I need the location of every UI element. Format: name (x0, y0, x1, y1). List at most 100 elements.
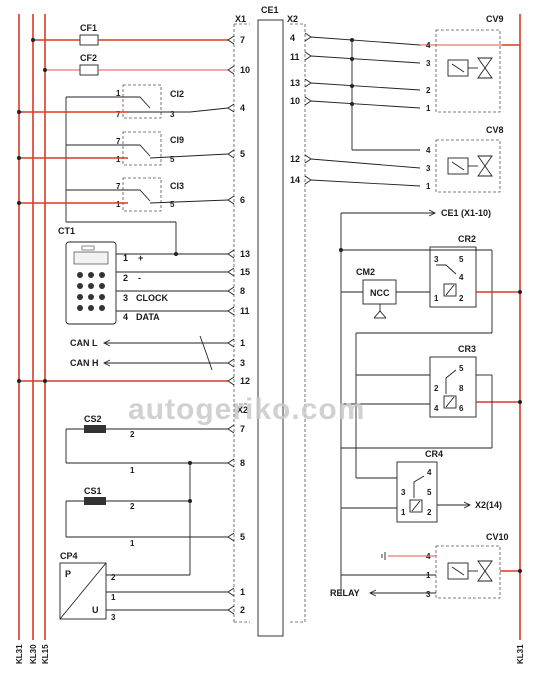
x2-14-label: X2(14) (475, 500, 502, 510)
cr4-pin1: 1 (401, 508, 406, 517)
cr3-pin5: 5 (459, 364, 464, 373)
cv8-pin1: 1 (426, 182, 431, 191)
x2-top-pin: 14 (290, 175, 300, 185)
ci9-pin5: 5 (170, 155, 175, 164)
x1-pin: 5 (240, 149, 245, 159)
can-h-label: CAN H (70, 358, 99, 368)
cs1-pin2: 2 (130, 502, 135, 511)
fuse-cf1-label: CF1 (80, 23, 97, 33)
sensor-cs2-label: CS2 (84, 414, 102, 424)
sensor-cs2: CS2 2 1 (65, 414, 228, 475)
relay-cr3-label: CR3 (458, 344, 476, 354)
cv10-pin3: 3 (426, 590, 431, 599)
ct1-pin4: 4 (123, 312, 128, 322)
switch-ci2: CI2 1 7 3 (17, 84, 229, 222)
cr2-pin4: 4 (459, 273, 464, 282)
x1-pin: 10 (240, 65, 250, 75)
cr3-pin8: 8 (459, 384, 464, 393)
cr4-pin4: 4 (427, 468, 432, 477)
cp4-p: P (65, 569, 71, 579)
x1-pin: 7 (240, 35, 245, 45)
valve-cv9: CV9 4 3 2 1 (426, 14, 504, 113)
cr3-pin6: 6 (459, 404, 464, 413)
x2-lower-pin: 2 (240, 605, 245, 615)
cs2-pin2: 2 (130, 430, 135, 439)
fuse-cf1: CF1 (31, 23, 228, 46)
fuse-cf2-label: CF2 (80, 53, 97, 63)
ci3-pin7: 7 (116, 182, 121, 191)
cr3-pin2: 2 (434, 384, 439, 393)
switch-ci9: CI9 7 1 5 (17, 131, 229, 166)
module-cm2-label: CM2 (356, 267, 375, 277)
x1-pin: 6 (240, 195, 245, 205)
cp4-pin1: 1 (111, 593, 116, 602)
sensor-cp4: CP4 P U 2 1 3 (59, 551, 228, 622)
sensor-cs1: CS1 2 1 (65, 486, 228, 548)
ct1-pin2: 2 (123, 273, 128, 283)
cr4-pin5: 5 (427, 488, 432, 497)
cv8-pin3: 3 (426, 164, 431, 173)
ct1-panel: CT1 1 + 2 - 3 CLOCK 4 DATA (58, 226, 228, 325)
cr2-pin3: 3 (434, 255, 439, 264)
valve-cv9-label: CV9 (486, 14, 504, 24)
module-cm2-inner: NCC (370, 288, 390, 298)
rail-kl30: KL30 (29, 644, 38, 664)
ct1-pin2-sign: - (138, 273, 141, 283)
cp4-u: U (92, 605, 99, 615)
cp4-pin2: 2 (111, 573, 116, 582)
module-cm2: CM2 NCC (341, 267, 430, 319)
ci9-pin7: 7 (116, 137, 121, 146)
cv8-pin4: 4 (426, 146, 431, 155)
power-rails: KL31 KL30 KL15 KL31 (15, 14, 525, 664)
relay-cr4: CR4 4 3 5 1 2 X2(14) (341, 447, 502, 523)
rail-kl31-right: KL31 (516, 644, 525, 664)
cr2-pin1: 1 (434, 294, 439, 303)
cv9-pin2: 2 (426, 86, 431, 95)
ci3-pin1: 1 (116, 200, 121, 209)
ce1-label: CE1 (261, 5, 279, 15)
cs1-pin1: 1 (130, 539, 135, 548)
ct1-label: CT1 (58, 226, 75, 236)
x2-top-pin: 13 (290, 78, 300, 88)
ct1-pin1-sign: + (138, 253, 143, 263)
valve-cv10-label: CV10 (486, 532, 509, 542)
relay-cr3: CR3 5 2 8 4 6 (341, 332, 522, 478)
ct1-pin1: 1 (123, 253, 128, 263)
switch-ci3-label: CI3 (170, 181, 184, 191)
cr2-pin5: 5 (459, 255, 464, 264)
ci2-pin7: 7 (116, 110, 121, 119)
ci2-pin1: 1 (116, 89, 121, 98)
rail-kl15: KL15 (41, 644, 50, 664)
valve-cv10: CV10 4 1 3 RELAY (330, 532, 522, 599)
relay-label: RELAY (330, 588, 360, 598)
cr4-pin3: 3 (401, 488, 406, 497)
valve-cv8-label: CV8 (486, 125, 504, 135)
can-bus: CAN L CAN H (70, 335, 228, 371)
cv9-pin3: 3 (426, 59, 431, 68)
sensor-cp4-label: CP4 (60, 551, 78, 561)
relay-cr4-label: CR4 (425, 449, 443, 459)
x1-pin: 12 (240, 376, 250, 386)
x2-top-pins: 4 11 13 10 12 14 (290, 33, 300, 185)
rail-kl31-left: KL31 (15, 644, 24, 664)
x2-top-pin: 10 (290, 96, 300, 106)
x1-pin: 4 (240, 103, 245, 113)
x2-mid-label: X2 (237, 405, 248, 415)
x2-top-pin: 4 (290, 33, 295, 43)
ci3-pin5: 5 (170, 200, 175, 209)
x1-pin: 15 (240, 267, 250, 277)
x2-lower-pin: 5 (240, 532, 245, 542)
ct1-pin3-name: CLOCK (136, 293, 168, 303)
can-l-label: CAN L (70, 338, 98, 348)
cr3-pin4: 4 (434, 404, 439, 413)
cv10-pin1: 1 (426, 571, 431, 580)
ecu-ce1: CE1 X1 X2 X2 (233, 5, 306, 637)
x2-lower-pin: 8 (240, 458, 245, 468)
x2-top-pin: 12 (290, 154, 300, 164)
x2-top-pin: 11 (290, 52, 300, 62)
cv9-pin4: 4 (426, 41, 431, 50)
ci9-pin1: 1 (116, 155, 121, 164)
cs2-pin1: 1 (130, 466, 135, 475)
relay-cr2: CR2 3 5 4 1 2 (341, 234, 522, 333)
ce1-ref-label: CE1 (X1-10) (441, 208, 491, 218)
